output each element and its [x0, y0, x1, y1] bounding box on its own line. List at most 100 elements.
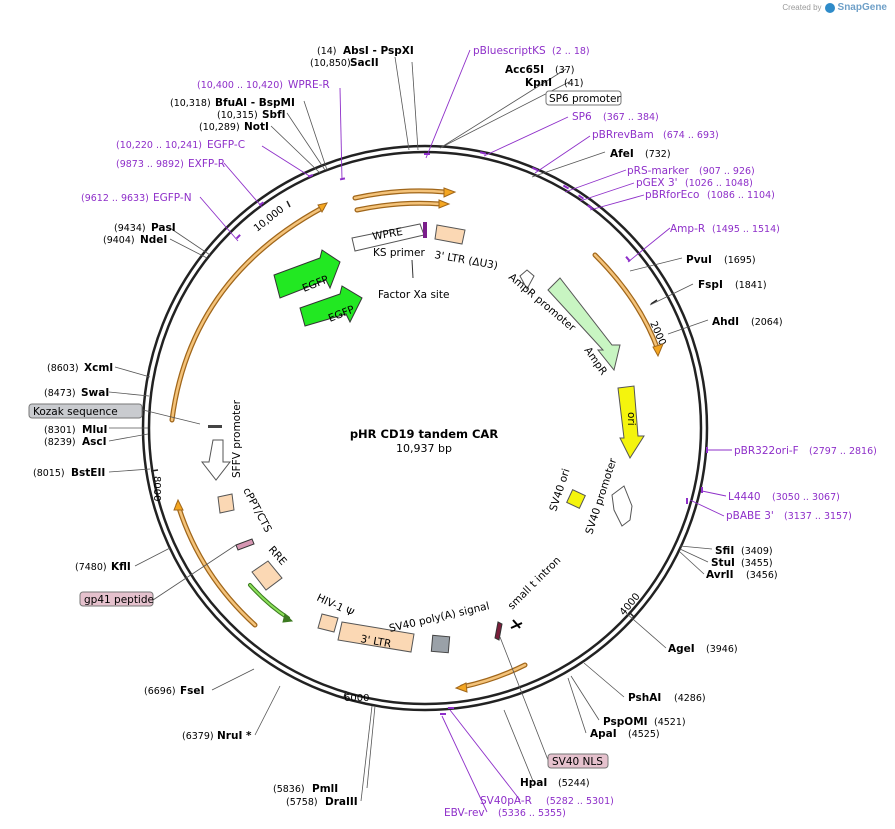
sv40-promoter-feature: [611, 485, 633, 527]
enzyme-pvui-coord: (1695): [724, 255, 756, 266]
enzyme-pmli-label: PmlI: [312, 783, 338, 795]
enzyme-fspi-coord: (1841): [735, 280, 767, 291]
small-t-intron-marker: [494, 621, 503, 641]
snapgene-watermark: Created by SnapGene: [782, 2, 887, 13]
small-t-intron-feature: [510, 619, 523, 629]
primer-pbrforeco-range: (1086 .. 1104): [707, 190, 775, 201]
orf-arcs: [169, 188, 661, 690]
enzyme-acc65i-coord: (37): [555, 65, 575, 76]
enzyme-leaders: [108, 56, 713, 802]
primer-exfp-r-range: (9873 .. 9892): [116, 159, 184, 170]
primer-pbr322ori-f-range: (2797 .. 2816): [809, 446, 877, 457]
plasmid-length: 10,937 bp: [396, 442, 452, 455]
ltr3-du3-feature: [434, 224, 466, 245]
enzyme-pshai-coord: (4286): [674, 693, 706, 704]
enzyme-sacii-coord: (10,850): [310, 58, 351, 69]
kozak-label: Kozak sequence: [33, 406, 118, 418]
enzyme-xcmi-label: XcmI: [84, 362, 113, 374]
enzyme-acc65i-label: Acc65I: [505, 64, 544, 76]
enzyme-fsei-label: FseI: [180, 685, 204, 697]
enzyme-hpai-coord: (5244): [558, 778, 590, 789]
sp6-promoter-label: SP6 promoter: [549, 93, 621, 105]
hiv-psi-feature: [317, 613, 339, 633]
enzyme-apai-label: ApaI: [590, 728, 617, 740]
enzyme-kfli-label: KflI: [111, 561, 131, 573]
primer-markers: [235, 151, 708, 715]
kozak-marker: [208, 425, 222, 428]
enzyme-draiii-coord: (5758): [286, 797, 318, 808]
orf-arrowheads: [173, 187, 664, 693]
sv40-polya-feature: [430, 634, 451, 654]
sv40-ori-feature: [566, 489, 586, 509]
small-t-intron-label: small t intron: [506, 554, 564, 612]
primer-ebv-rev-range: (5336 .. 5355): [498, 808, 566, 819]
primer-l4440-range: (3050 .. 3067): [772, 492, 840, 503]
enzyme-bsteii-label: BstEII: [71, 467, 105, 479]
tick-marks: [150, 200, 658, 699]
enzyme-avrii-label: AvrII: [706, 569, 734, 581]
sv40-nls-box: [547, 753, 609, 769]
enzyme-sfii-coord: (3409): [741, 546, 773, 557]
ltr3-du3-label: 3' LTR (ΔU3): [433, 249, 498, 272]
enzyme-sfii-label: SfiI: [715, 545, 734, 557]
enzyme-pvui-label: PvuI: [686, 254, 712, 266]
enzyme-asci-coord: (8239): [44, 437, 76, 448]
ori-label: ori: [625, 412, 637, 426]
enzyme-apai-coord: (4525): [628, 729, 660, 740]
primer-leaders: [199, 49, 732, 813]
primer-pbabe3-range: (3137 .. 3157): [784, 511, 852, 522]
kozak-box: [28, 403, 143, 419]
wpre-marker: [423, 222, 427, 238]
primer-pgex3-name: pGEX 3': [636, 177, 678, 189]
primer-egfp-c-name: EGFP-C: [207, 139, 245, 151]
enzyme-ndei-coord: (9404): [103, 235, 135, 246]
primer-egfp-n-range: (9612 .. 9633): [81, 193, 149, 204]
enzyme-noti-coord: (10,289): [199, 122, 240, 133]
enzyme-bfuai-label: BfuAI - BspMI: [215, 97, 295, 109]
ampr-feature: [547, 277, 621, 372]
primer-wpre-r-range: (10,400 .. 10,420): [197, 80, 283, 91]
enzyme-fspi-label: FspI: [698, 279, 723, 291]
hiv-psi-label: HIV-1 Ψ: [315, 592, 356, 620]
enzyme-agei-coord: (3946): [706, 644, 738, 655]
primer-egfp-c-range: (10,220 .. 10,241): [116, 140, 202, 151]
snapgene-logo-icon: [824, 2, 835, 13]
sp6-promoter-box: [545, 90, 622, 106]
enzyme-stui-coord: (3455): [741, 558, 773, 569]
enzyme-sacii-label: SacII: [350, 57, 379, 69]
tick-6000: 6000: [344, 693, 369, 704]
ampr-promoter-feature: [519, 269, 535, 291]
enzyme-nrui-label: NruI *: [217, 730, 252, 742]
primer-pbr322ori-f-name: pBR322ori-F: [734, 445, 799, 457]
sffv-promoter-feature: [200, 439, 232, 481]
primer-amp-r-name: Amp-R: [670, 223, 705, 235]
primer-exfp-r-name: EXFP-R: [188, 158, 225, 170]
primer-pbrforeco-name: pBRforEco: [645, 189, 699, 201]
rre-feature: [251, 560, 283, 591]
enzyme-ndei-label: NdeI: [140, 234, 167, 246]
enzyme-hpai-label: HpaI: [520, 777, 547, 789]
enzyme-bfuai-coord: (10,318): [170, 98, 211, 109]
gp41-marker: [235, 538, 255, 551]
enzyme-mlui-label: MluI: [82, 424, 107, 436]
enzyme-sbfi-label: SbfI: [262, 109, 286, 121]
enzyme-agei-label: AgeI: [668, 643, 695, 655]
enzyme-pasi-label: PasI: [151, 222, 176, 234]
enzyme-pmli-coord: (5836): [273, 784, 305, 795]
primer-prs-marker-range: (907 .. 926): [699, 166, 755, 177]
ltr3-feature: [337, 621, 415, 653]
tick-8000: 8000: [151, 476, 162, 501]
ori-feature: [617, 385, 645, 460]
enzyme-stui-label: StuI: [711, 557, 735, 569]
sffv-promoter-label: SFFV promoter: [231, 399, 243, 478]
sv40-ori-label: SV40 ori: [547, 467, 572, 513]
factor-xa-leader: [411, 259, 414, 279]
enzyme-kpni-coord: (41): [564, 78, 584, 89]
enzyme-pshai-label: PshAI: [628, 692, 661, 704]
enzyme-draiii-label: DraIII: [325, 796, 358, 808]
enzyme-fsei-coord: (6696): [144, 686, 176, 697]
enzyme-kpni-label: KpnI: [525, 77, 552, 89]
gp41-label: gp41 peptide: [84, 594, 154, 606]
primer-pbrrevbam-name: pBRrevBam: [592, 129, 654, 141]
